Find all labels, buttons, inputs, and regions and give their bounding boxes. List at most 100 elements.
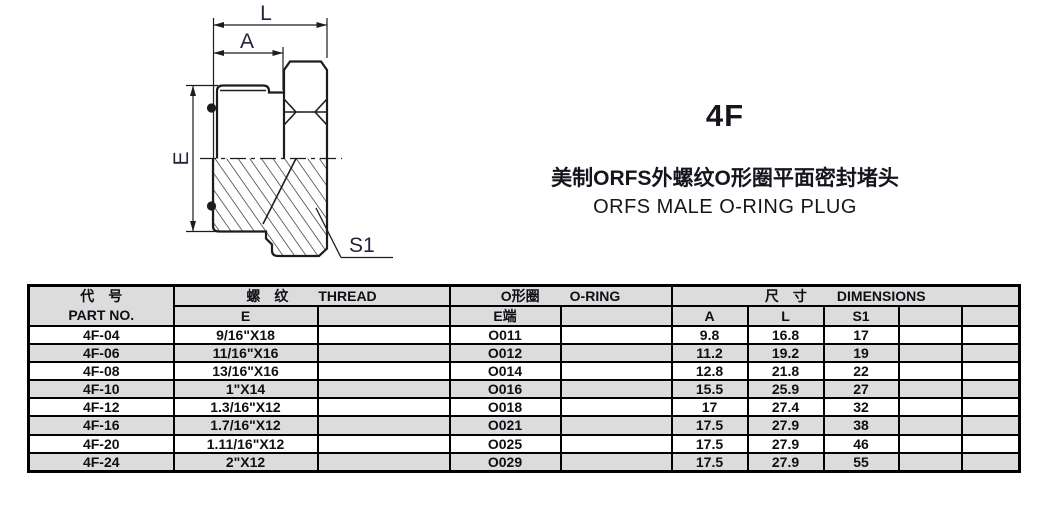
table-cell bbox=[559, 379, 673, 400]
table-cell: 38 bbox=[822, 415, 900, 436]
table-cell bbox=[316, 397, 451, 418]
table-cell bbox=[897, 433, 963, 454]
table-cell bbox=[960, 397, 1021, 418]
table-cell: 4F-16 bbox=[27, 415, 175, 436]
table-cell bbox=[316, 324, 451, 346]
table-cell bbox=[897, 397, 963, 418]
table-cell: O016 bbox=[448, 379, 562, 400]
col-header-part-no-zh: 代 号 bbox=[80, 288, 123, 304]
table-cell: 13/16"X16 bbox=[172, 361, 319, 382]
table-cell bbox=[960, 361, 1021, 382]
table-cell: 4F-12 bbox=[27, 397, 175, 418]
table-cell: 1.11/16"X12 bbox=[172, 433, 319, 454]
table-cell: 25.9 bbox=[746, 379, 825, 400]
sub-header-thread-e: E bbox=[172, 304, 319, 328]
table-cell bbox=[960, 379, 1021, 400]
dim-label-L: L bbox=[260, 2, 272, 25]
table-cell: 16.8 bbox=[746, 324, 825, 346]
table-cell: 4F-24 bbox=[27, 451, 175, 473]
col-group-thread-en: THREAD bbox=[318, 287, 377, 304]
table-cell bbox=[316, 343, 451, 364]
col-group-oring-en: O-RING bbox=[569, 287, 621, 304]
table-cell bbox=[897, 343, 963, 364]
table-cell: 27.9 bbox=[746, 433, 825, 454]
table-cell: O021 bbox=[448, 415, 562, 436]
table-cell: 11.2 bbox=[670, 343, 749, 364]
table-cell: 22 bbox=[822, 361, 900, 382]
col-group-oring-zh: O形圈 bbox=[500, 287, 540, 304]
table-cell: 27 bbox=[822, 379, 900, 400]
dimension-A bbox=[213, 47, 284, 90]
table-cell bbox=[897, 415, 963, 436]
oring-dot-top bbox=[206, 103, 217, 113]
dimension-L bbox=[213, 18, 328, 58]
table-cell: 46 bbox=[822, 433, 900, 454]
table-cell: 27.4 bbox=[746, 397, 825, 418]
sub-header-l: L bbox=[746, 304, 825, 328]
table-cell: 4F-20 bbox=[27, 433, 175, 454]
table-cell: 15.5 bbox=[670, 379, 749, 400]
table-cell bbox=[559, 415, 673, 436]
table-cell bbox=[897, 361, 963, 382]
sub-header-blank bbox=[897, 304, 963, 328]
table-group-header-row: 代 号 PART NO. 螺 纹 THREAD O形圈 O-RING bbox=[27, 284, 1021, 327]
title-block: 4F 美制ORFS外螺纹O形圈平面密封堵头 ORFS MALE O-RING P… bbox=[530, 100, 920, 219]
dim-label-S1: S1 bbox=[349, 234, 375, 257]
sub-header-a: A bbox=[670, 304, 749, 328]
table-cell: 17.5 bbox=[670, 433, 749, 454]
table-cell bbox=[960, 451, 1021, 473]
table-cell: 17 bbox=[670, 397, 749, 418]
col-group-dimensions: 尺 寸 DIMENSIONS bbox=[670, 284, 1021, 307]
sub-header-blank bbox=[316, 304, 451, 328]
dim-label-A: A bbox=[240, 30, 254, 53]
table-cell bbox=[559, 397, 673, 418]
table-cell bbox=[559, 361, 673, 382]
table-cell bbox=[960, 415, 1021, 436]
table-cell bbox=[559, 343, 673, 364]
col-group-oring: O形圈 O-RING bbox=[448, 284, 673, 307]
table-cell: 27.9 bbox=[746, 415, 825, 436]
table-cell bbox=[316, 361, 451, 382]
table-cell: 27.9 bbox=[746, 451, 825, 473]
table-cell: 32 bbox=[822, 397, 900, 418]
product-title-zh: 美制ORFS外螺纹O形圈平面密封堵头 bbox=[551, 167, 899, 190]
table-cell bbox=[960, 433, 1021, 454]
spec-table: 代 号 PART NO. 螺 纹 THREAD O形圈 O-RING bbox=[27, 284, 1022, 473]
section-hatch bbox=[211, 158, 329, 258]
table-cell: 19.2 bbox=[746, 343, 825, 364]
table-cell: 9.8 bbox=[670, 324, 749, 346]
table-cell: 4F-06 bbox=[27, 343, 175, 364]
col-group-thread: 螺 纹 THREAD bbox=[172, 284, 451, 307]
col-header-part-no: 代 号 PART NO. bbox=[27, 284, 175, 327]
table-cell: O018 bbox=[448, 397, 562, 418]
table-cell: O025 bbox=[448, 433, 562, 454]
col-group-dimensions-zh: 尺 寸 bbox=[764, 287, 807, 304]
table-cell: 4F-04 bbox=[27, 324, 175, 346]
table-sub-header-row: E E端 A L S1 bbox=[29, 304, 1021, 328]
sub-header-s1: S1 bbox=[822, 304, 900, 328]
table-cell: O029 bbox=[448, 451, 562, 473]
oring-dot-bottom bbox=[206, 201, 217, 211]
table-cell bbox=[316, 451, 451, 473]
table-cell bbox=[897, 379, 963, 400]
table-cell: 11/16"X16 bbox=[172, 343, 319, 364]
product-title-en: ORFS MALE O-RING PLUG bbox=[593, 196, 857, 219]
table-cell: 12.8 bbox=[670, 361, 749, 382]
table-cell: O014 bbox=[448, 361, 562, 382]
table-cell: 1"X14 bbox=[172, 379, 319, 400]
table-cell: 1.3/16"X12 bbox=[172, 397, 319, 418]
table-cell bbox=[316, 433, 451, 454]
table-cell bbox=[897, 451, 963, 473]
table-cell bbox=[559, 451, 673, 473]
table-cell: 1.7/16"X12 bbox=[172, 415, 319, 436]
table-cell: O011 bbox=[448, 324, 562, 346]
table-cell: 4F-10 bbox=[27, 379, 175, 400]
sub-header-blank bbox=[559, 304, 673, 328]
table-cell: 4F-08 bbox=[27, 361, 175, 382]
